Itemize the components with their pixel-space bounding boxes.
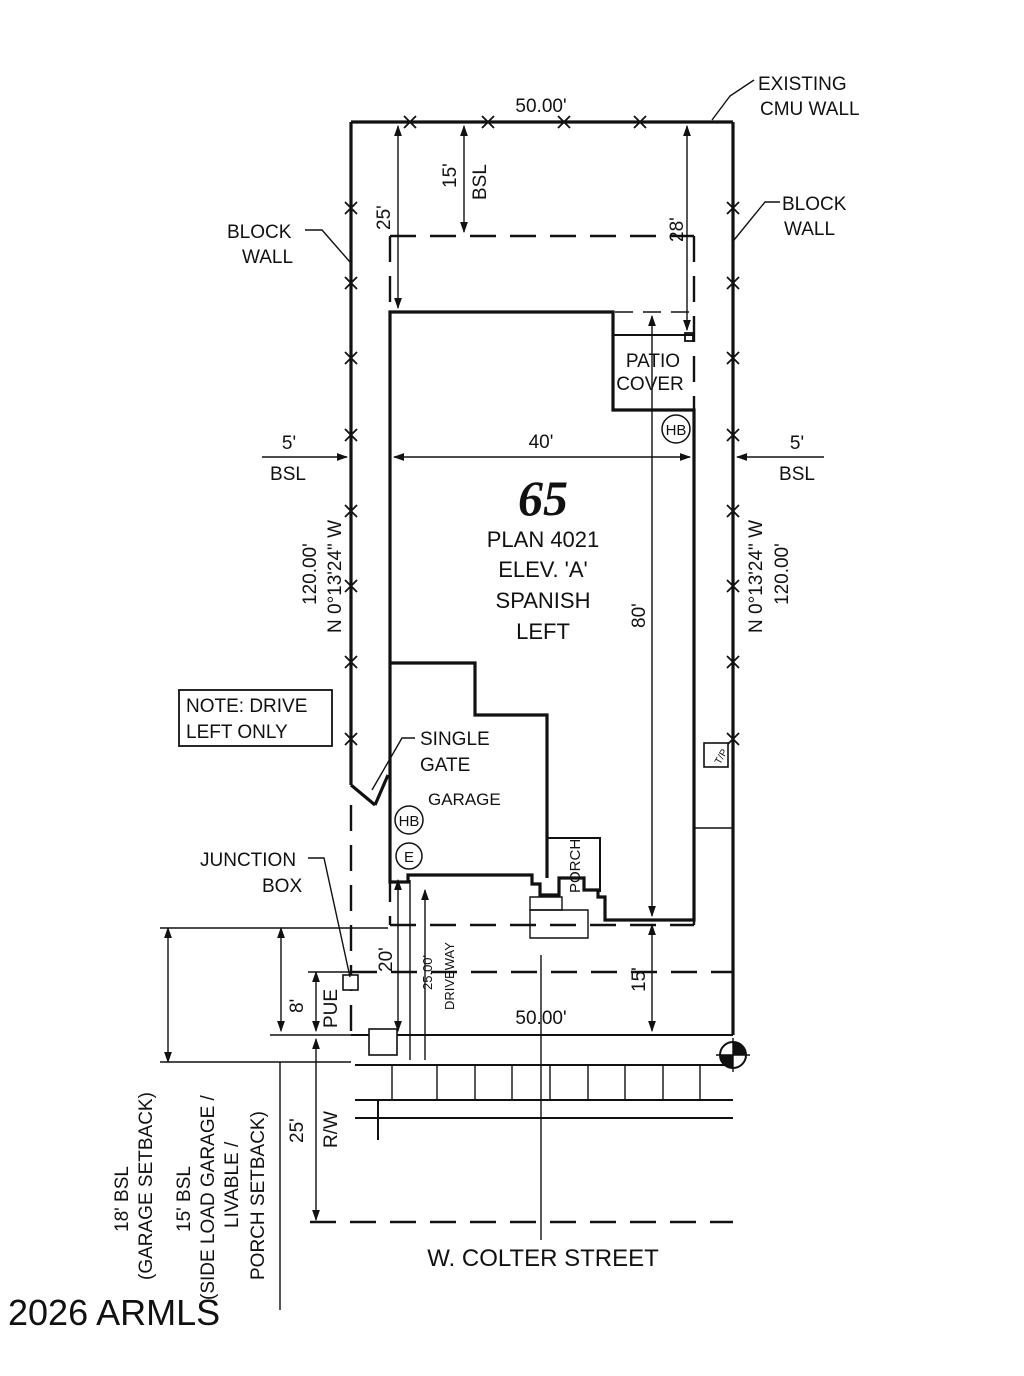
bottom-width-label: 50.00' — [515, 1008, 566, 1029]
existing-wall-label-1: EXISTING — [758, 74, 847, 95]
side-right-label: BSL — [779, 464, 815, 485]
leader-lines — [305, 79, 780, 978]
front-setback-label: 15' — [629, 967, 650, 992]
electric-meter-icon — [395, 842, 423, 870]
side-right-value: 5' — [790, 433, 804, 454]
house-width-label: 40' — [529, 432, 554, 453]
rear-bsl-label: BSL — [470, 164, 491, 200]
house-footprint — [388, 310, 696, 939]
house-depth-label: 80' — [629, 603, 650, 628]
porch-label: PORCH — [567, 839, 584, 893]
garage-label: GARAGE — [428, 790, 501, 809]
tp-box-icon — [703, 742, 729, 768]
side-load-1: 15' BSL — [174, 1166, 195, 1232]
hb-garage-label: HB — [399, 813, 420, 830]
pue-label: PUE — [321, 989, 342, 1028]
wall-x-marks — [344, 115, 740, 746]
garage-setback-label: 20' — [376, 947, 397, 972]
survey-monument-icon — [716, 1038, 750, 1072]
block-wall-left-2: WALL — [242, 247, 293, 268]
hose-bib-rear-icon — [661, 414, 691, 444]
meter-box-icon — [368, 1028, 398, 1056]
junction-label-1: JUNCTION — [200, 850, 296, 871]
utility-symbols — [342, 414, 750, 1072]
driveway-label: DRIVEWAY — [442, 942, 457, 1010]
street-name: W. COLTER STREET — [427, 1245, 659, 1272]
right-bearing-label: N 0°13'24" W — [746, 520, 767, 633]
junction-box-icon — [342, 974, 359, 991]
row-width-label: 25' — [287, 1118, 308, 1143]
lot-boundary — [349, 120, 735, 1036]
hose-bib-garage-icon — [394, 805, 424, 835]
rear-house-setback: 28' — [667, 217, 688, 242]
right-length-label: 120.00' — [772, 543, 793, 605]
orientation-label: LEFT — [516, 619, 570, 644]
lot-number: 65 — [518, 470, 568, 526]
rw-label: R/W — [321, 1111, 342, 1148]
top-width-label: 50.00' — [515, 96, 566, 117]
side-load-2: (SIDE LOAD GARAGE / — [198, 1094, 219, 1300]
side-left-label: BSL — [270, 464, 306, 485]
block-wall-left-1: BLOCK — [227, 222, 292, 243]
left-length-label: 120.00' — [300, 543, 321, 605]
side-load-3: LIVABLE / — [222, 1141, 243, 1228]
electric-label: E — [404, 849, 414, 866]
note-line-1: NOTE: DRIVE — [186, 696, 307, 717]
dimension-lines — [160, 124, 824, 1310]
watermark: 2026 ARMLS — [8, 1292, 220, 1333]
plan-label: PLAN 4021 — [487, 527, 600, 552]
left-bearing-label: N 0°13'24" W — [325, 520, 346, 633]
note-box — [178, 689, 333, 747]
garage-bsl-1: 18' BSL — [112, 1166, 133, 1232]
garage-bsl-2: (GARAGE SETBACK) — [136, 1092, 157, 1280]
single-gate-1: SINGLE — [420, 729, 490, 750]
driveway-length-label: 25.00' — [420, 955, 435, 990]
rear-bsl-value: 15' — [440, 163, 461, 188]
junction-label-2: BOX — [262, 876, 302, 897]
pue-width-label: 8' — [287, 999, 308, 1013]
note-line-2: LEFT ONLY — [186, 722, 288, 743]
hb-rear-label: HB — [666, 422, 687, 439]
sidewalk — [355, 1064, 733, 1140]
patio-label-2: COVER — [616, 374, 684, 395]
patio-label-1: PATIO — [626, 351, 680, 372]
block-wall-right-2: WALL — [784, 219, 835, 240]
style-label: SPANISH — [496, 588, 591, 613]
rear-setback-label: 25' — [374, 205, 395, 230]
elevation-label: ELEV. 'A' — [498, 557, 588, 582]
existing-wall-label-2: CMU WALL — [760, 99, 860, 120]
side-load-4: PORCH SETBACK) — [248, 1111, 269, 1280]
block-wall-right-1: BLOCK — [782, 194, 847, 215]
single-gate-2: GATE — [420, 755, 470, 776]
side-left-value: 5' — [282, 433, 296, 454]
